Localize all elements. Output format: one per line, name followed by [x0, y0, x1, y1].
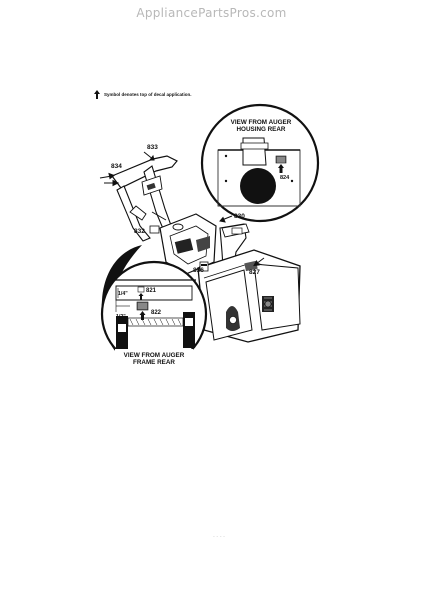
- decal-note-text: Symbol denotes top of decal application.: [104, 92, 192, 97]
- callout-833: 833: [147, 144, 158, 151]
- callout-arrows: [99, 151, 265, 273]
- decal-note: Symbol denotes top of decal application.: [94, 90, 192, 99]
- up-arrow-icon: [94, 90, 100, 99]
- inset-bottom-title-line1: VIEW FROM AUGER: [124, 352, 185, 359]
- dimension-quarter-inch: 1/4": [118, 291, 128, 297]
- callout-832: 832: [134, 228, 145, 235]
- watermark: AppliancePartsPros.com: [136, 6, 287, 20]
- footer-mark: - - - -: [213, 534, 225, 540]
- inset-auger-housing-rear: VIEW FROM AUGER HOUSING REAR 824: [200, 103, 320, 223]
- dimension-half-inch: 1/2": [116, 314, 126, 320]
- callout-822: 822: [151, 310, 162, 316]
- inset-top-title-line2: HOUSING REAR: [237, 126, 286, 133]
- callout-824: 824: [280, 175, 290, 181]
- inset-bottom-title-line2: FRAME REAR: [133, 359, 175, 366]
- callout-834: 834: [111, 163, 122, 170]
- callout-821: 821: [146, 288, 157, 294]
- inset-top-title-line1: VIEW FROM AUGER: [231, 119, 292, 126]
- inset-auger-frame-rear: 1/4" 1/2" 821 822 VIEW FROM AUGER FRAME …: [100, 245, 208, 369]
- callout-827: 827: [249, 269, 260, 276]
- callout-836: 836: [193, 267, 204, 274]
- snowblower-body: [111, 155, 301, 343]
- callout-830: 830: [234, 213, 245, 220]
